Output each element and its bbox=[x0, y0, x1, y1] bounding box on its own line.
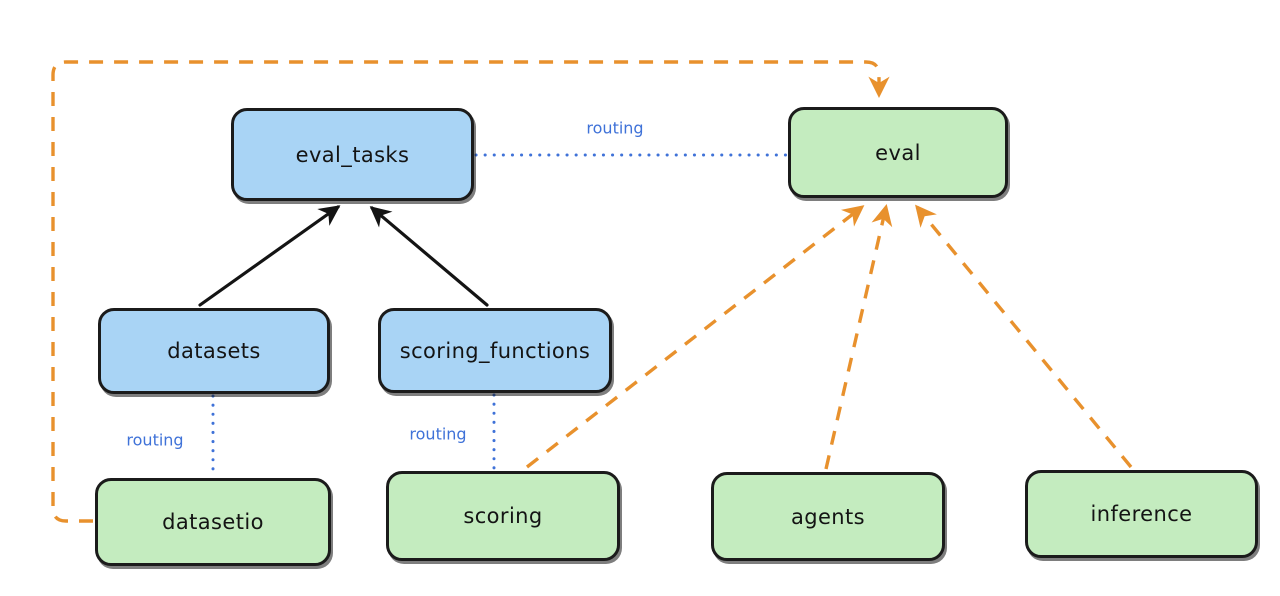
node-label-eval: eval bbox=[875, 140, 921, 165]
edge-scoring-functions-to-eval-tasks bbox=[369, 206, 489, 307]
node-label-scoring-functions: scoring_functions bbox=[399, 338, 591, 363]
node-datasets[interactable]: datasets bbox=[98, 308, 330, 394]
edge-scoring-to-eval bbox=[525, 205, 865, 469]
edge-agents-to-eval bbox=[824, 204, 893, 470]
node-datasetio[interactable]: datasetio bbox=[95, 478, 331, 566]
node-agents[interactable]: agents bbox=[711, 472, 945, 561]
node-eval[interactable]: eval bbox=[788, 107, 1008, 198]
node-label-agents: agents bbox=[790, 504, 865, 529]
node-label-inference: inference bbox=[1090, 502, 1193, 526]
node-label-datasets: datasets bbox=[167, 339, 261, 363]
edge-datasets-to-eval-tasks bbox=[198, 205, 341, 307]
node-eval-tasks[interactable]: eval_tasks bbox=[231, 108, 474, 201]
node-label-datasetio: datasetio bbox=[162, 510, 264, 534]
edge-label-routing-eval-tasks-eval: routing bbox=[586, 118, 644, 138]
edge-inference-to-eval bbox=[915, 204, 1133, 469]
edge-label-routing-scoring-functions-scoring: routing bbox=[409, 424, 467, 444]
edge-label-routing-datasets-datasetio: routing bbox=[126, 430, 184, 450]
node-scoring[interactable]: scoring bbox=[386, 471, 620, 561]
edge-datasetio-to-eval bbox=[51, 60, 890, 523]
node-inference[interactable]: inference bbox=[1025, 470, 1258, 558]
node-scoring-functions[interactable]: scoring_functions bbox=[378, 308, 612, 393]
node-label-scoring: scoring bbox=[463, 504, 543, 528]
node-label-eval-tasks: eval_tasks bbox=[295, 142, 410, 167]
